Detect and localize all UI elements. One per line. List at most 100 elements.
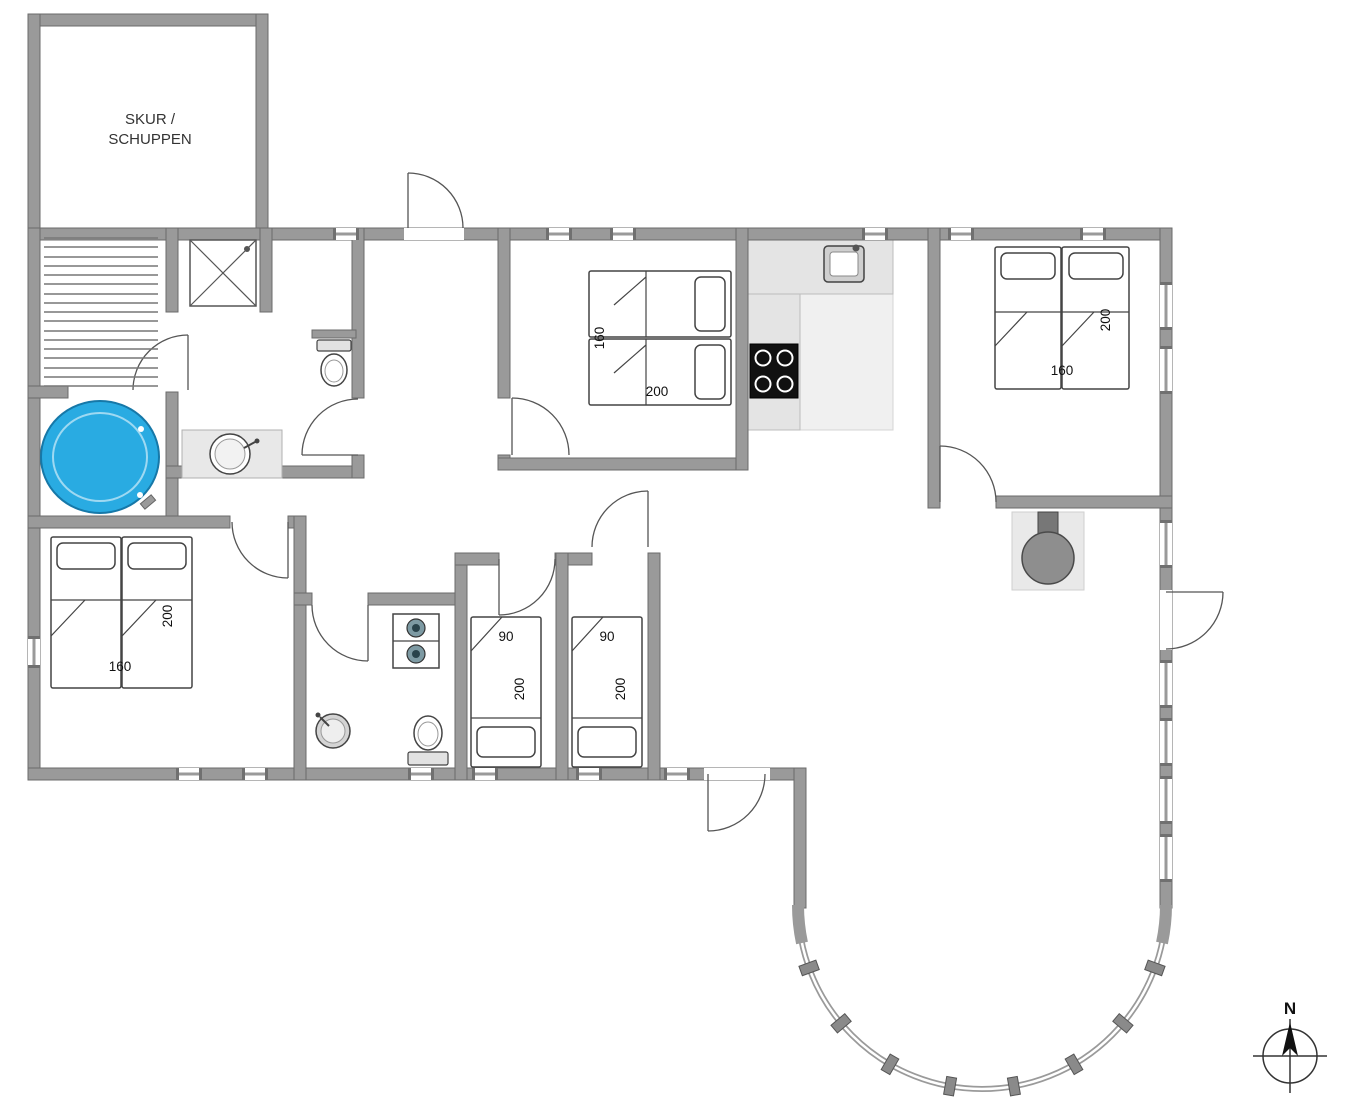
window [664,768,690,780]
wall [27,515,231,529]
north-needle [1282,1022,1298,1056]
shower [189,239,257,307]
door-bathroom-lower [311,604,369,662]
wall [311,329,357,339]
window [1160,520,1172,568]
pillow [476,726,536,758]
wall [27,227,1173,241]
door-terrace-south [707,773,766,832]
door-terrace-east [1165,591,1224,650]
stove [749,343,799,399]
bathroom-basin [315,712,351,749]
wall [497,227,511,399]
pillow [127,542,187,570]
washer-dryer [392,613,440,669]
wall [27,227,41,781]
window [472,768,498,780]
window [1160,776,1172,824]
hot-tub [40,400,160,514]
window [176,768,202,780]
sauna-bench [44,237,158,387]
wall [497,457,749,471]
kitchen-sink [823,244,865,283]
wall [995,495,1173,509]
wall [647,552,661,781]
wall [165,391,179,529]
window [408,768,434,780]
door-bedroom-right [939,445,997,503]
door-opening [704,768,770,780]
window [1160,346,1172,394]
bed-double-left: 160 200 [50,536,193,689]
door-bedroom-small-right [591,490,649,548]
bed-width-label: 160 [109,659,132,674]
wall [27,13,41,231]
window [862,228,888,240]
door-sauna [132,334,189,391]
wall [293,515,307,781]
bed-double-right: 160 200 [994,246,1130,390]
wall [259,227,273,313]
bed-width-label: 160 [1051,363,1074,378]
wall [27,385,69,399]
window [1160,660,1172,708]
window [546,228,572,240]
window [1160,718,1172,766]
window [576,768,602,780]
window [28,636,40,668]
window [242,768,268,780]
hot-tub-step [139,494,157,510]
door-bedroom-left [231,521,289,579]
wall [27,13,269,27]
bed-width-label: 90 [498,629,513,644]
bed-length-label: 200 [613,678,628,701]
bed-width-label: 90 [599,629,614,644]
wall [735,227,749,471]
compass: N [1253,999,1327,1093]
shower-head-icon [244,246,250,252]
window [948,228,974,240]
toilet-lower [407,715,449,766]
shed-label-line2: SCHUPPEN [108,131,191,148]
door-entrance-top [407,172,464,229]
pillow [694,276,726,332]
kitchen-counter-top [747,239,894,295]
pillow [577,726,637,758]
door-opening [1160,590,1172,650]
pillow [1068,252,1124,280]
pillow [694,344,726,400]
window [1080,228,1106,240]
door-opening [404,228,464,240]
bath-sink [181,429,283,479]
bed-single-left: 90 200 [470,616,542,768]
shed: SKUR / SCHUPPEN [108,111,191,148]
doors [132,172,1224,832]
shed-label-line1: SKUR / [125,111,176,128]
fireplace [1011,511,1085,591]
wall [293,592,313,606]
door-bathroom-top [301,398,359,456]
wall [255,13,269,231]
bed-width-label: 160 [592,327,607,350]
wall [367,592,468,606]
bed-length-label: 200 [512,678,527,701]
window [333,228,359,240]
wall [351,454,365,479]
door-bedroom-small-left [498,558,556,616]
wall [454,552,468,781]
bed-double-top: 160 200 [588,270,732,406]
bed-length-label: 200 [646,384,669,399]
bed-length-label: 200 [1098,309,1113,332]
wall [555,552,569,781]
wall [351,227,365,399]
kitchen [747,239,894,431]
pillow [1000,252,1056,280]
wall [793,767,807,909]
wall [454,552,500,566]
wall [165,227,179,313]
window [1160,282,1172,330]
window [1160,834,1172,882]
bed-single-right: 90 200 [571,616,643,768]
